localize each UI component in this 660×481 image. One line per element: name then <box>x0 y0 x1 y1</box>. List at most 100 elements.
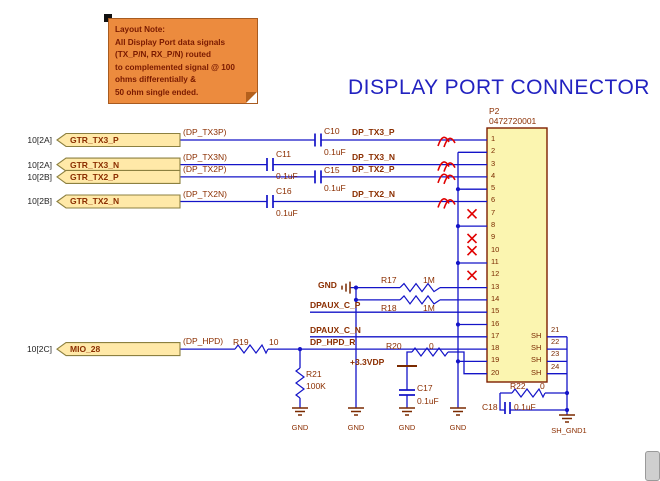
designator-p2: P2 <box>489 106 500 116</box>
capacitor-c18[interactable] <box>504 402 511 414</box>
panel-handle[interactable] <box>645 451 660 481</box>
value-c15: 0.1uF <box>324 183 346 193</box>
pin-name-sh-22: SH <box>531 343 542 352</box>
designator-r21: R21 <box>306 369 322 379</box>
gnd-symbol-bus[interactable] <box>450 407 466 416</box>
port-flag-shape-gtr-tx3-p <box>56 132 181 148</box>
capacitor-c15[interactable] <box>314 170 322 184</box>
port-flag-shape-gtr-tx2-p <box>56 169 181 184</box>
value-r20: 0 <box>429 341 434 351</box>
resistor-r20[interactable] <box>411 347 449 357</box>
wires[interactable] <box>180 139 568 415</box>
value-c16: 0.1uF <box>276 208 298 218</box>
pin-number-24: 24 <box>551 362 560 371</box>
value-r22: 0 <box>540 381 545 391</box>
pin-number-1: 1 <box>491 134 496 143</box>
gnd-symbol-shield[interactable] <box>559 414 575 423</box>
value-c11: 0.1uF <box>276 171 298 181</box>
part-number-p2: 0472720001 <box>489 116 537 126</box>
pin-number-11: 11 <box>491 257 499 266</box>
sh-gnd1-label: SH_GND1 <box>551 426 587 435</box>
resistor-r17[interactable] <box>399 282 441 293</box>
pin-number-17: 17 <box>491 331 500 340</box>
resistor-r22[interactable] <box>511 387 546 399</box>
note-line: (TX_P/N, RX_P/N) routed <box>115 50 211 60</box>
designator-r18: R18 <box>381 303 397 313</box>
net-label-gnd: GND <box>318 280 337 290</box>
port-flag-shape-gtr-tx3-n <box>56 157 181 172</box>
wire-shield <box>499 336 568 415</box>
pin-number-22: 22 <box>551 337 560 346</box>
pin-number-3: 3 <box>491 159 496 168</box>
resistor-r18[interactable] <box>399 294 441 305</box>
wire-power <box>406 351 487 408</box>
port-flag-label[interactable]: GTR_TX2_N <box>70 196 120 206</box>
gnd-symbol-c17[interactable] <box>399 407 415 416</box>
wire-hpd <box>180 348 487 408</box>
net-label-dp-tx3-n: DP_TX3_N <box>352 152 395 162</box>
diff-pair-icon-tx3n <box>437 161 456 172</box>
capacitor-c16[interactable] <box>266 195 274 208</box>
sheet-ref: 10[2B] <box>27 172 52 182</box>
net-label-dpaux-c-n: DPAUX_C_N <box>310 325 361 335</box>
no-connect-x-pin9 <box>466 233 478 244</box>
wire-config-resistors <box>350 286 487 408</box>
pin-number-13: 13 <box>491 282 500 291</box>
no-connect-x-pin12 <box>466 270 478 281</box>
port-flag-label[interactable]: GTR_TX3_N <box>70 160 120 170</box>
pin-number-16: 16 <box>491 319 500 328</box>
diff-pair-icon-tx2n <box>437 198 456 209</box>
pin-number-20: 20 <box>491 368 500 377</box>
pin-number-9: 9 <box>491 232 496 241</box>
connector-p2-body[interactable] <box>486 127 548 383</box>
no-connect-marks[interactable] <box>466 208 478 281</box>
designator-c11: C11 <box>276 149 291 159</box>
pin-number-6: 6 <box>491 195 496 204</box>
pin-number-5: 5 <box>491 183 496 192</box>
wire-gnd-bus <box>457 151 487 408</box>
pin-name-sh-24: SH <box>531 368 542 377</box>
resistor-r19[interactable] <box>234 343 269 355</box>
pin-name-sh-23: SH <box>531 355 542 364</box>
gnd-label: GND <box>291 423 309 432</box>
pin-number-21: 21 <box>551 325 560 334</box>
capacitor-c10[interactable] <box>314 133 322 147</box>
capacitor-c17[interactable] <box>399 389 415 396</box>
value-r18: 1M <box>423 303 435 313</box>
designator-r19: R19 <box>233 337 249 347</box>
value-c10: 0.1uF <box>324 147 346 157</box>
gnd-label: GND <box>347 423 365 432</box>
port-flag-label[interactable]: GTR_TX3_P <box>70 135 119 145</box>
pin-number-18: 18 <box>491 343 500 352</box>
no-connect-x-pin10 <box>466 245 478 256</box>
pin-number-7: 7 <box>491 208 496 217</box>
port-flag-label[interactable]: GTR_TX2_P <box>70 172 119 182</box>
designator-r17: R17 <box>381 275 397 285</box>
port-flag-label[interactable]: MIO_28 <box>70 344 101 354</box>
note-line: 50 ohm single ended. <box>115 87 199 97</box>
resistor-r21[interactable] <box>295 367 305 399</box>
value-c18: 0.1uF <box>514 402 536 412</box>
pin-number-14: 14 <box>491 294 500 303</box>
layout-note[interactable]: Layout Note: All Display Port data signa… <box>108 18 258 104</box>
pin-number-15: 15 <box>491 306 500 315</box>
gnd-symbol-r21[interactable] <box>292 407 308 416</box>
value-r21: 100K <box>306 381 326 391</box>
gnd-symbol-sideways[interactable] <box>341 281 351 294</box>
port-label: (DP_TX2N) <box>183 189 227 199</box>
gnd-label: GND <box>398 423 416 432</box>
designator-c15: C15 <box>324 165 340 175</box>
pin-number-19: 19 <box>491 355 500 364</box>
value-r17: 1M <box>423 275 435 285</box>
designator-c10: C10 <box>324 126 340 136</box>
pin-number-23: 23 <box>551 349 560 358</box>
gnd-symbol-config[interactable] <box>348 407 364 416</box>
net-label-dp-tx3-p: DP_TX3_P <box>352 127 395 137</box>
capacitor-c11[interactable] <box>266 158 274 171</box>
port-flag-shapes[interactable] <box>56 132 181 357</box>
pin-name-sh-21: SH <box>531 331 542 340</box>
pin-number-2: 2 <box>491 146 496 155</box>
diff-pair-directives[interactable] <box>437 136 456 209</box>
sheet-ref: 10[2A] <box>27 135 52 145</box>
